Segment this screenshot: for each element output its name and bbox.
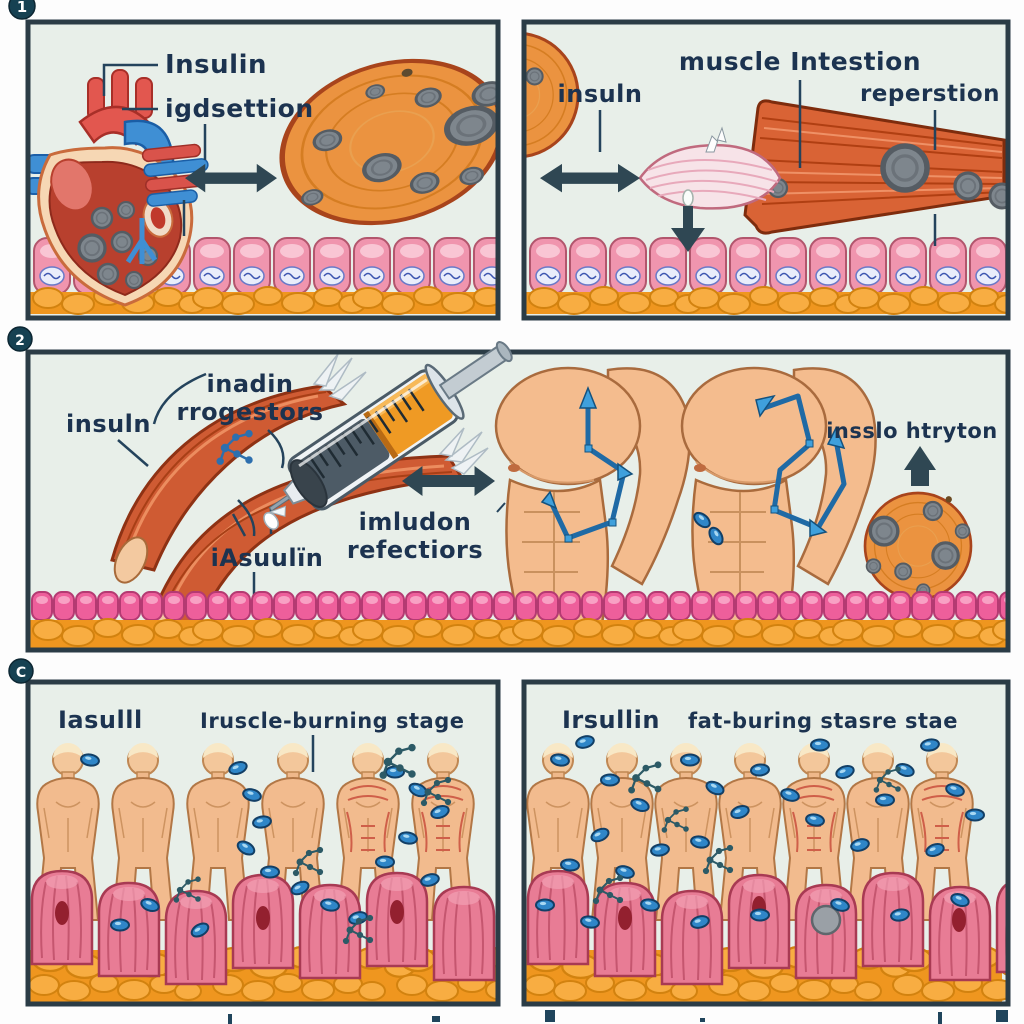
panel-3-right-fat-burning: Irsullin fat-buring stasre stae [521, 679, 1011, 1007]
panel-2-badge: 2 [7, 326, 33, 352]
panel-3-badge: C [8, 658, 34, 684]
heart-icon [30, 69, 209, 307]
label-insulin: Iasulll [58, 706, 143, 734]
label-repersion: reperstion [860, 81, 1000, 107]
torso-figure-1 [494, 366, 691, 648]
panel-1-right-muscle: insuln muscle Intestion reperstion [521, 19, 1011, 321]
badge-number: 1 [17, 0, 27, 16]
islet-cell-icon [263, 29, 496, 248]
panel-3-left-muscle-burning: Iasulll Iruscle-burning stage [25, 679, 501, 1007]
label-injection-line2: refectiors [347, 536, 483, 564]
label-pointer-lines [598, 80, 937, 246]
label-insulin: Insulin [165, 50, 267, 80]
label-insulin: Irsullin [562, 706, 660, 734]
down-arrow-icon [671, 189, 705, 252]
badge-number: C [16, 665, 26, 681]
panel-1-badge: 1 [8, 0, 36, 20]
label-injection: igdsettion [165, 94, 314, 123]
label-insulin: insuln [558, 80, 643, 108]
panel-2-injection: insuln inadin rrogestors iAsuulïn imludo… [25, 341, 1024, 653]
islet-cell-icon [863, 491, 973, 601]
muscle-cell-row [32, 592, 1024, 620]
tick-mark [496, 502, 506, 513]
panel-1-left-heart: Insulin igdsettion [25, 19, 501, 321]
cropped-caption-marks [228, 1010, 1008, 1024]
muscle-fiber-icon [743, 99, 1006, 235]
syringe-icon [263, 341, 513, 530]
muscle-cell-row [30, 869, 496, 986]
label-muscle-injection: muscle Intestion [679, 47, 921, 76]
fat-layer [30, 618, 1006, 648]
fat-layer [526, 286, 1006, 315]
label-receptors-line1: inadin [207, 370, 294, 398]
fat-layer [30, 286, 496, 315]
label-pointer-lines [102, 63, 207, 236]
label-receptors-line2: rrogestors [177, 398, 324, 426]
label-stage: Iruscle-burning stage [200, 709, 465, 733]
torso-figure-2 [680, 366, 877, 648]
label-secretion: insslo htryton [826, 419, 998, 443]
badge-number: 2 [15, 333, 25, 349]
muscle-cell-row [526, 869, 1006, 986]
label-insulin: insuln [66, 410, 151, 438]
muscle-spindle-icon [638, 126, 782, 210]
insulin-pathway-arrows [755, 393, 847, 537]
insulin-pathway-arrows [540, 385, 634, 543]
muscle-bundle-1 [110, 354, 367, 584]
label-insulin-bottom: iAsuulïn [211, 544, 324, 572]
label-stage: fat-buring stasre stae [688, 709, 958, 733]
up-arrow-icon [904, 446, 936, 486]
label-injection-line1: imludon [359, 508, 472, 536]
